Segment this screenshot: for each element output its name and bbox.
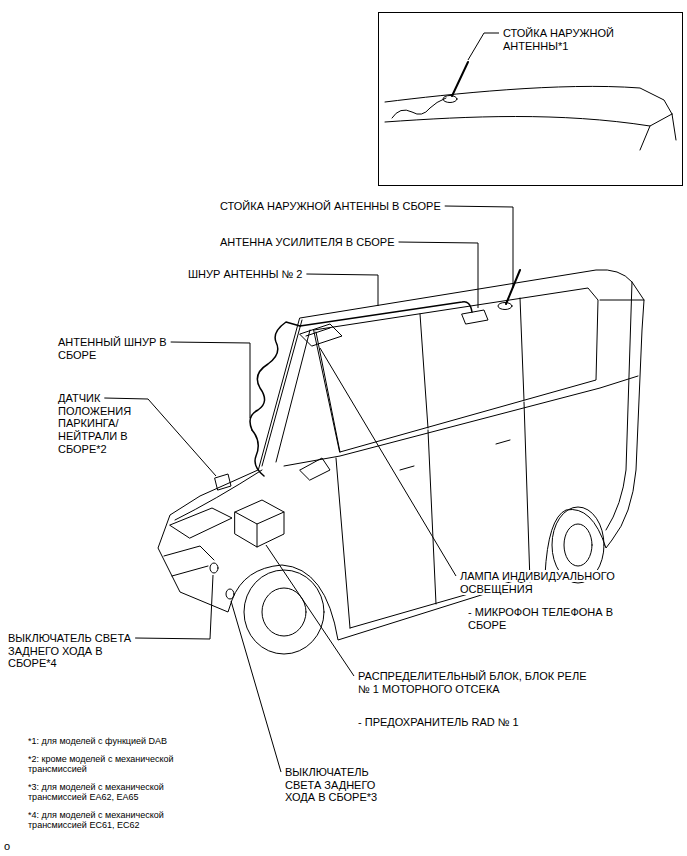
front-wheel	[244, 570, 324, 654]
antenna-amplifier	[462, 310, 488, 324]
antenna-cord-tail	[252, 430, 264, 476]
part-label-box: РАСПРЕДЕЛИТЕЛЬНЫЙ БЛОК, БЛОК РЕЛЕ № 1 МО…	[358, 670, 598, 695]
side-windows	[314, 288, 598, 452]
part-label-box: СТОЙКА НАРУЖНОЙ АНТЕННЫ В СБОРЕ	[220, 200, 470, 213]
part-label-box: ДАТЧИК ПОЛОЖЕНИЯ ПАРКИНГА/ НЕЙТРАЛИ В СБ…	[58, 392, 144, 455]
part-label-box: ШНУР АНТЕННЫ № 2	[188, 268, 338, 281]
inset-cable	[392, 98, 446, 118]
shift-sensor	[215, 474, 231, 490]
rear-lines	[600, 282, 644, 530]
inset-antenna-base	[443, 96, 457, 103]
mirror	[300, 458, 330, 480]
part-label: РАСПРЕДЕЛИТЕЛЬНЫЙ БЛОК, БЛОК РЕЛЕ № 1 МО…	[358, 670, 586, 695]
windshield	[262, 320, 310, 466]
reverse-switch-3	[226, 589, 234, 599]
footnote-box: *3: для моделей с механической трансмисс…	[28, 782, 188, 803]
page-mark: o	[4, 840, 10, 852]
leader-line	[135, 575, 213, 639]
part-sub-label-box: - МИКРОФОН ТЕЛЕФОНА В СБОРЕ	[468, 606, 638, 631]
car-body-outline	[158, 270, 644, 640]
inset-label: СТОЙКА НАРУЖНОЙ АНТЕННЫ*1	[503, 27, 614, 52]
leader-line	[306, 274, 378, 306]
footnote-box: *4: для моделей с механической трансмисс…	[28, 810, 188, 831]
door-handles	[400, 440, 510, 470]
leader-line	[468, 33, 499, 60]
footnote: *2: кроме моделей с механической трансми…	[28, 754, 174, 774]
part-sub-label: - МИКРОФОН ТЕЛЕФОНА В СБОРЕ	[468, 606, 613, 631]
reverse-switch-4	[210, 563, 218, 573]
grille	[164, 546, 214, 576]
footnote: *1: для моделей с функцией DAB	[28, 736, 167, 746]
part-label: ШНУР АНТЕННЫ № 2	[188, 268, 302, 280]
part-sub-label: - ПРЕДОХРАНИТЕЛЬ RAD № 1	[358, 716, 519, 728]
part-label: СТОЙКА НАРУЖНОЙ АНТЕННЫ В СБОРЕ	[220, 200, 441, 212]
footnote-box: *1: для моделей с функцией DAB	[28, 736, 198, 746]
inset-antenna-mast	[452, 62, 468, 96]
antenna-cord-no2	[300, 302, 472, 326]
pillars	[316, 298, 524, 452]
relay-block	[235, 500, 284, 547]
footnote: *4: для моделей с механической трансмисс…	[28, 810, 164, 830]
leader-line	[399, 242, 478, 308]
part-label-box: АНТЕННЫЙ ШНУР В СБОРЕ	[58, 336, 168, 361]
hood-line	[175, 470, 262, 520]
leader-line	[445, 206, 513, 288]
inset-roof-edge	[385, 114, 672, 126]
belt-line	[284, 376, 638, 466]
leader-line	[266, 545, 354, 676]
rear-wheel-hub	[564, 524, 592, 566]
part-label-box: ЛАМПА ИНДИВИДУАЛЬНОГО ОСВЕЩЕНИЯ	[460, 570, 640, 595]
antenna-base	[498, 303, 512, 310]
inset-glass-line	[640, 114, 676, 150]
part-label: ЛАМПА ИНДИВИДУАЛЬНОГО ОСВЕЩЕНИЯ	[460, 570, 615, 595]
inset-frame: СТОЙКА НАРУЖНОЙ АНТЕННЫ*1	[378, 12, 683, 186]
antenna-cord	[250, 322, 300, 430]
part-label: ВЫКЛЮЧАТЕЛЬ СВЕТА ЗАДНЕГО ХОДА В СБОРЕ*3	[285, 766, 377, 803]
part-label-box: ВЫКЛЮЧАТЕЛЬ СВЕТА ЗАДНЕГО ХОДА В СБОРЕ*4	[8, 632, 150, 670]
part-sub-label-box: - ПРЕДОХРАНИТЕЛЬ RAD № 1	[358, 716, 568, 729]
part-label-box: ВЫКЛЮЧАТЕЛЬ СВЕТА ЗАДНЕГО ХОДА В СБОРЕ*3	[285, 766, 397, 804]
leader-line	[320, 348, 456, 576]
page-mark-box: o	[4, 840, 24, 853]
part-label: АНТЕННЫЙ ШНУР В СБОРЕ	[58, 336, 167, 361]
leader-line	[171, 342, 250, 418]
footnote: *3: для моделей с механической трансмисс…	[28, 782, 164, 802]
room-lamp	[300, 324, 342, 346]
part-label: ВЫКЛЮЧАТЕЛЬ СВЕТА ЗАДНЕГО ХОДА В СБОРЕ*4	[8, 632, 131, 669]
part-label: АНТЕННА УСИЛИТЕЛЯ В СБОРЕ	[220, 236, 395, 248]
footnote-box: *2: кроме моделей с механической трансми…	[28, 754, 178, 775]
leader-line	[231, 601, 281, 772]
part-label: ДАТЧИК ПОЛОЖЕНИЯ ПАРКИНГА/ НЕЙТРАЛИ В СБ…	[58, 392, 131, 455]
inset-label-box: СТОЙКА НАРУЖНОЙ АНТЕННЫ*1	[503, 27, 663, 52]
headlight	[170, 508, 232, 538]
part-label-box: АНТЕННА УСИЛИТЕЛЯ В СБОРЕ	[220, 236, 420, 249]
